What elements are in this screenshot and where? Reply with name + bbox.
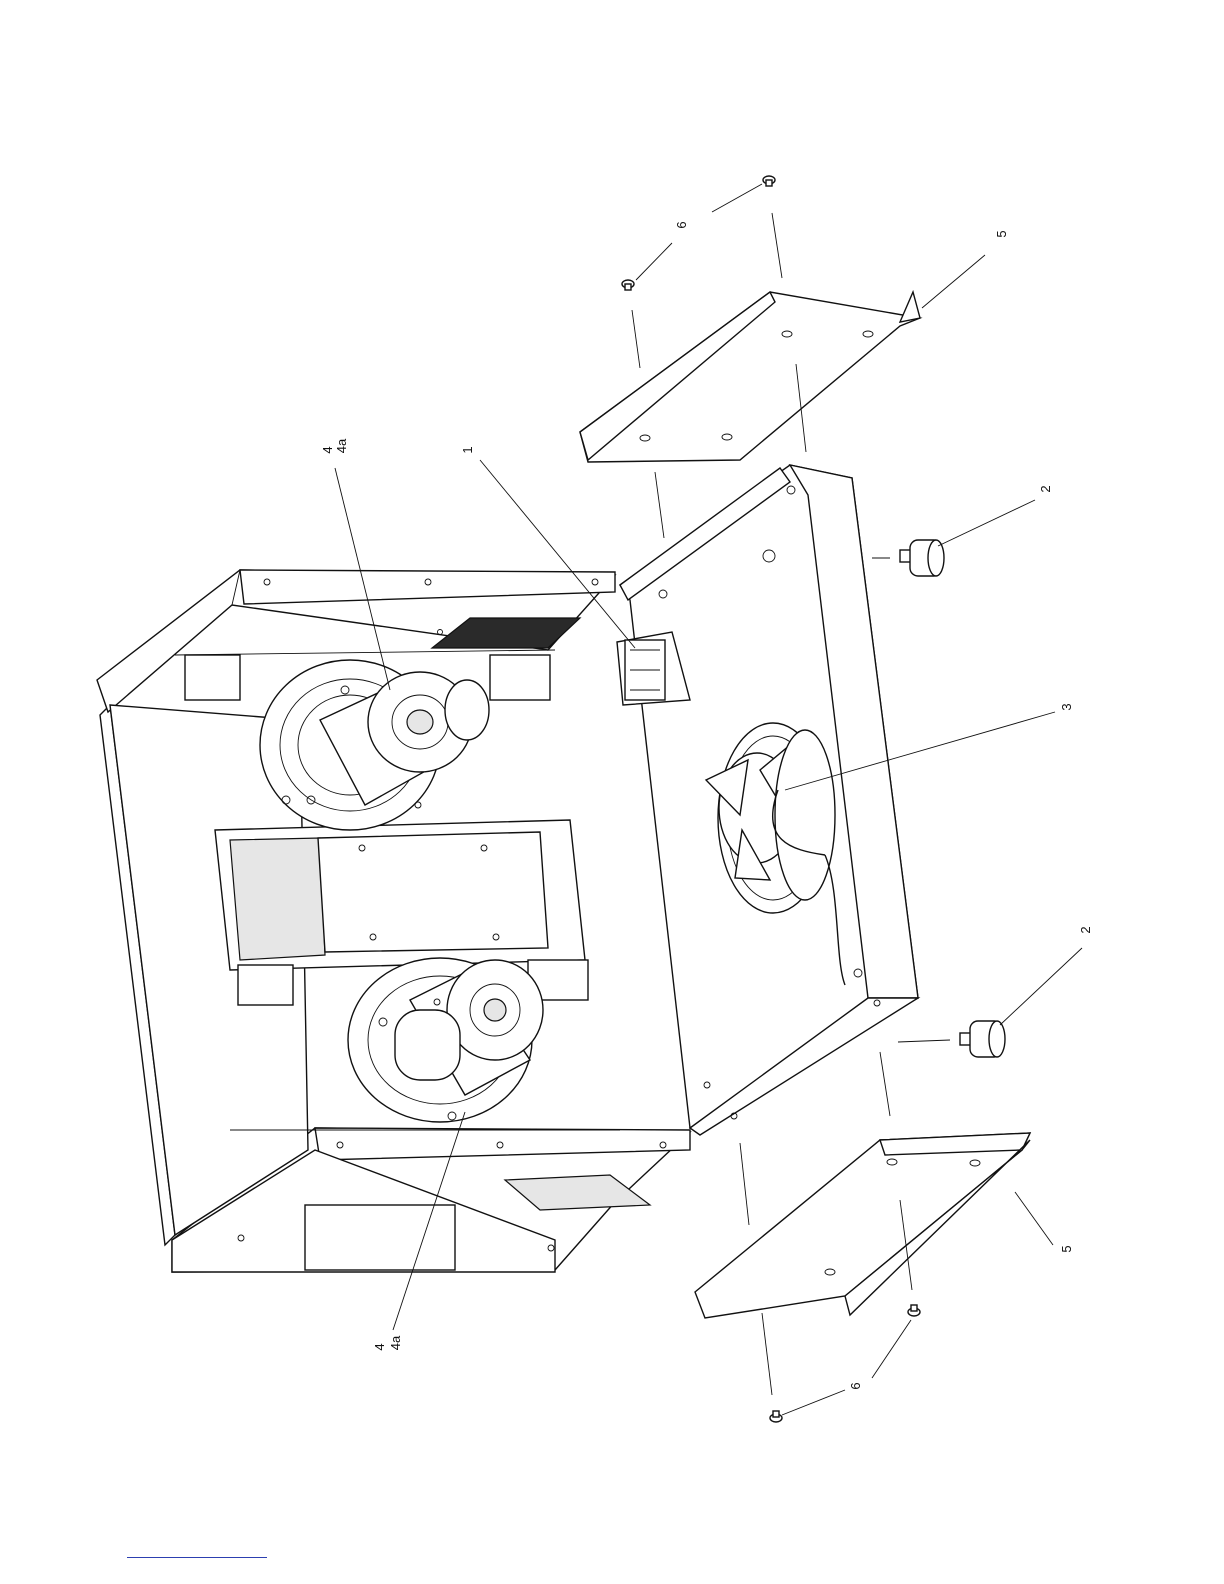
callout-2-upper: 2 (1038, 485, 1053, 492)
callout-5-bottom: 5 (1059, 1245, 1074, 1252)
rubber-foot-lower (960, 1021, 1005, 1057)
blower-motor-upper (260, 660, 489, 830)
screw-top-a (763, 176, 775, 186)
callout-6-top: 6 (674, 221, 689, 228)
callout-2-lower: 2 (1078, 926, 1093, 933)
blower-motor-lower (348, 958, 543, 1122)
callout-4-top: 4 (320, 446, 335, 453)
rubber-foot-upper (900, 540, 944, 576)
callout-4a-bottom: 4a (388, 1335, 403, 1350)
screw-top-b (622, 280, 634, 290)
callout-4-bottom: 4 (372, 1343, 387, 1350)
bracket-top (580, 292, 920, 462)
callout-1: 1 (460, 446, 475, 453)
callout-4a-top: 4a (334, 438, 349, 453)
callout-5-top: 5 (994, 230, 1009, 237)
footer-rule (127, 1557, 267, 1558)
screw-bottom-b (770, 1411, 782, 1422)
callout-6-bottom: 6 (848, 1382, 863, 1389)
screw-bottom-a (908, 1305, 920, 1316)
bracket-bottom (695, 1133, 1030, 1318)
callout-3: 3 (1059, 703, 1074, 710)
